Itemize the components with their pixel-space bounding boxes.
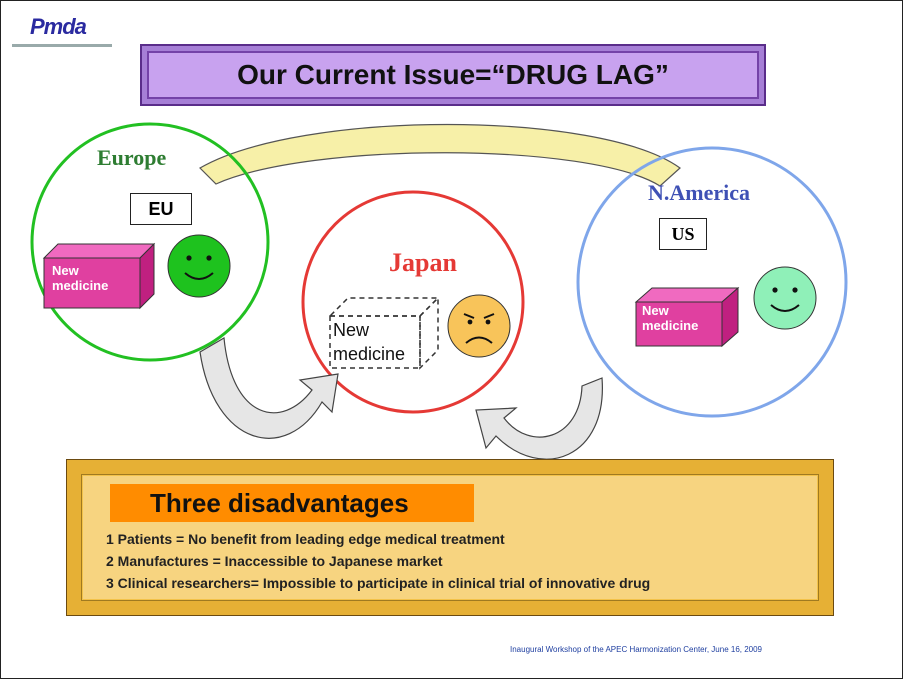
japan-circle <box>301 190 525 414</box>
happy-face-icon <box>167 234 231 298</box>
disadvantage-item: 3 Clinical researchers= Impossible to pa… <box>106 575 651 591</box>
sad-face-icon <box>447 294 511 358</box>
medicine-label-text: New medicine <box>642 303 699 333</box>
japan-medicine-label: New medicine <box>333 318 425 366</box>
namerica-medicine-label: New medicine <box>642 303 722 333</box>
footer-credit: Inaugural Workshop of the APEC Harmoniza… <box>510 645 763 654</box>
europe-circle <box>30 122 270 362</box>
disadvantage-item: 1 Patients = No benefit from leading edg… <box>106 531 505 547</box>
region-label-europe: Europe <box>97 145 167 170</box>
logo-text: Pmda <box>30 14 87 39</box>
region-code-eu: EU <box>130 193 192 225</box>
namerica-circle <box>576 146 848 418</box>
slide-title: Our Current Issue=“DRUG LAG” <box>237 59 669 90</box>
namerica-medicine-box <box>634 286 740 348</box>
heading-bar <box>110 484 474 522</box>
region-label-japan: Japan <box>389 248 457 277</box>
medicine-label-text: New medicine <box>333 320 406 364</box>
title-banner: Our Current Issue=“DRUG LAG” <box>140 44 766 106</box>
europe-medicine-label: New medicine <box>52 263 132 293</box>
logo-tagline-bar <box>12 44 112 47</box>
arrow-namerica-to-japan <box>475 377 603 460</box>
region-code-us: US <box>659 218 707 250</box>
arrow-europe-to-japan <box>199 337 339 439</box>
region-label-namerica: N.America <box>648 180 751 205</box>
disadvantage-item: 2 Manufactures = Inaccessible to Japanes… <box>106 553 443 569</box>
pmda-logo: Pmda <box>8 10 118 54</box>
medicine-label-text: New medicine <box>52 263 109 293</box>
japan-medicine-box-dashed <box>328 296 440 370</box>
happy-face-icon <box>753 266 817 330</box>
disadvantages-heading: Three disadvantages <box>150 488 409 518</box>
arch-connector <box>199 123 681 187</box>
europe-medicine-box <box>42 242 156 310</box>
